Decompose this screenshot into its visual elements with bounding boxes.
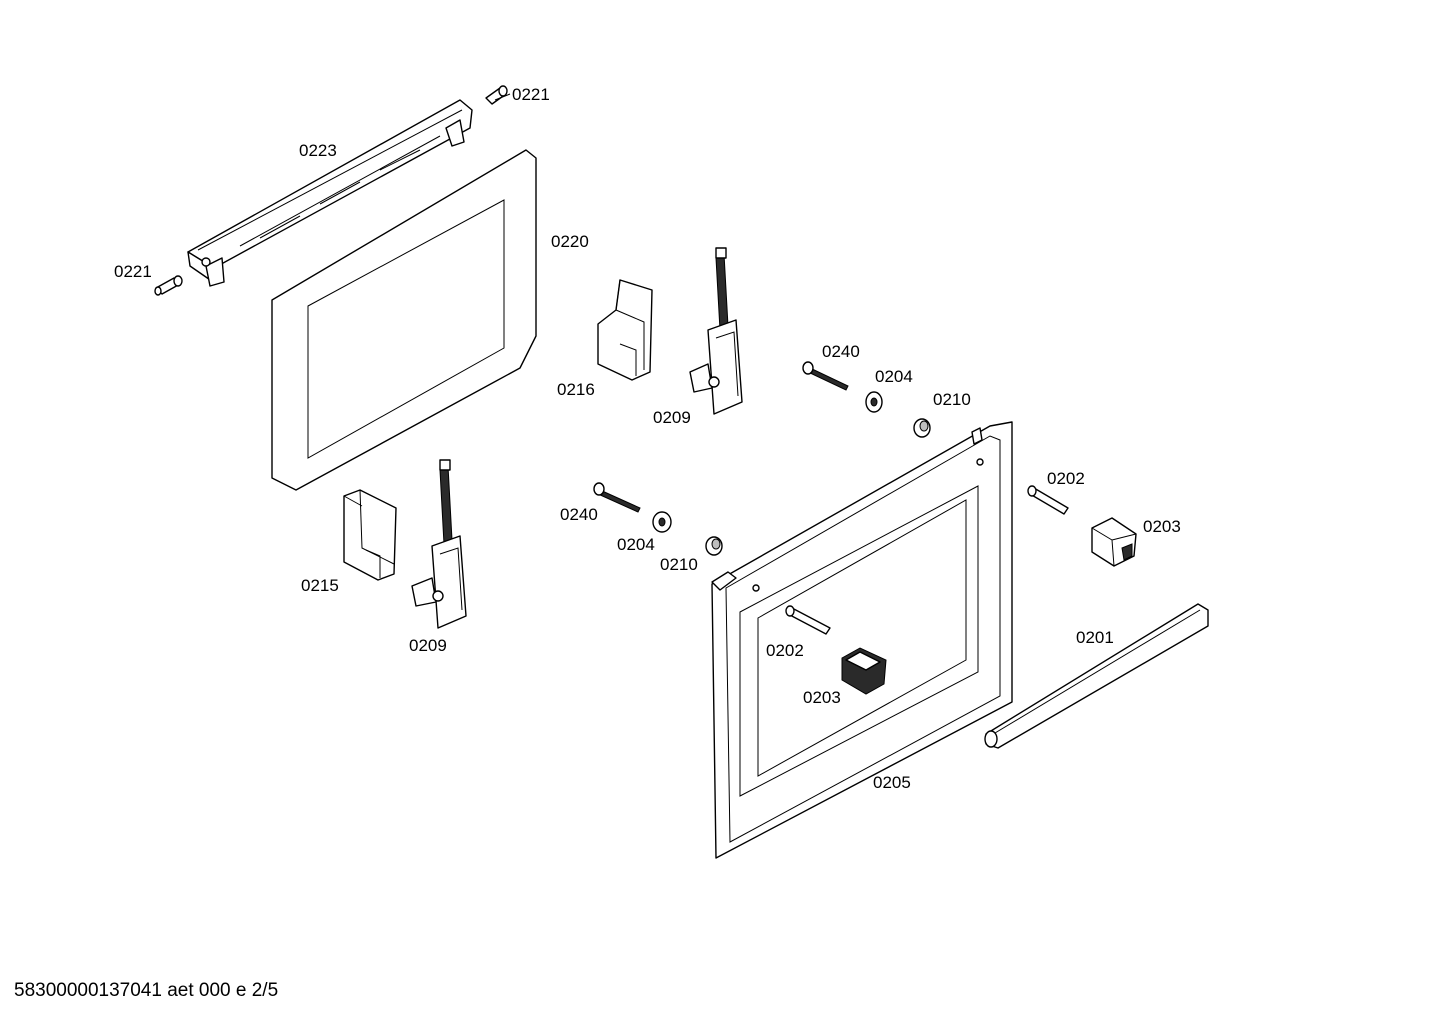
part-0221-pin-top [485,85,508,105]
label-0210-top: 0210 [933,390,971,409]
part-0210-spacer-mid [705,536,723,556]
label-0223: 0223 [299,141,337,160]
label-0220: 0220 [551,232,589,251]
label-0203-inner: 0203 [803,688,841,707]
label-0209-bottom: 0209 [409,636,447,655]
part-0223-top-trim [187,99,473,287]
part-0220-glass-panel [271,149,537,491]
label-0202-inner: 0202 [766,641,804,660]
label-0203-top: 0203 [1143,517,1181,536]
label-0204-top: 0204 [875,367,913,386]
label-0205: 0205 [873,773,911,792]
part-0240-screw-mid [593,482,641,513]
part-0221-pin-left [154,275,183,296]
part-0205-oven-door [711,421,1013,859]
part-0240-screw-top [802,361,849,391]
label-0240-top: 0240 [822,342,860,361]
part-0201-handle-bar [984,603,1209,749]
part-0210-spacer-top [913,418,931,438]
leader-lines [494,93,511,101]
part-0203-block-top [1091,517,1137,567]
part-0203-block-inner [841,647,887,695]
label-0201: 0201 [1076,628,1114,647]
label-0221-top: 0221 [512,85,550,104]
part-0204-washer-top [865,391,883,413]
label-0215: 0215 [301,576,339,595]
part-0204-washer-mid [652,511,672,533]
part-0202-pin-top [1027,485,1069,515]
label-0209-top: 0209 [653,408,691,427]
label-0204-mid: 0204 [617,535,655,554]
label-0202-top: 0202 [1047,469,1085,488]
label-0216: 0216 [557,380,595,399]
label-0221-left: 0221 [114,262,152,281]
document-id-footer: 58300000137041 aet 000 e 2/5 [14,980,279,1001]
label-0210-mid: 0210 [660,555,698,574]
label-0240-mid: 0240 [560,505,598,524]
part-0209-hinge-top [689,247,743,415]
part-0215-bracket [343,489,397,581]
part-0216-bracket [597,279,653,381]
part-0202-pin-inner [785,605,831,635]
part-0209-hinge-bottom [411,459,467,629]
